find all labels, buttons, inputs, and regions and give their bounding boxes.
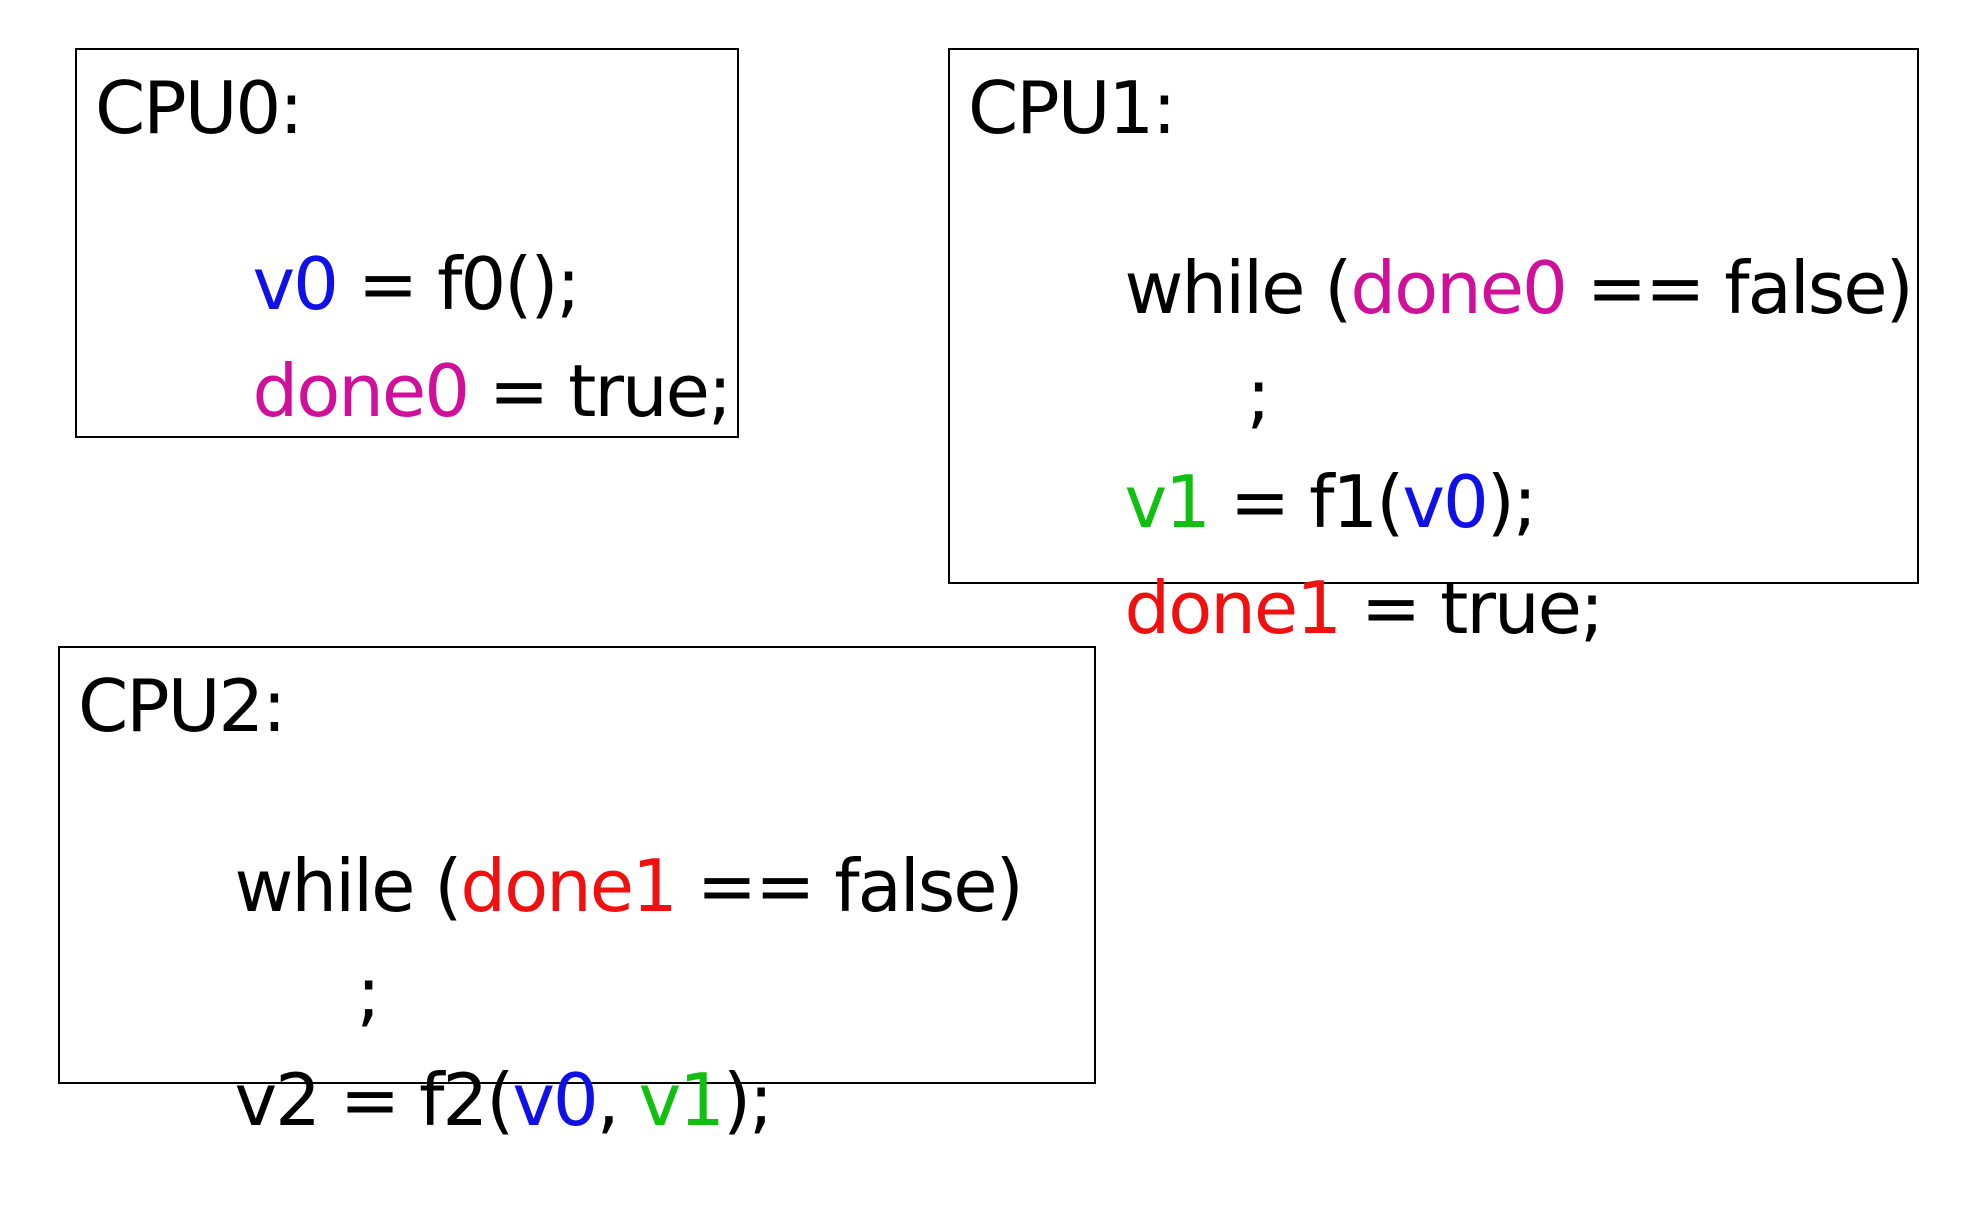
token-text: ; [356,951,381,1035]
cpu2-code-box: CPU2: while (done1 == false) ; v2 = f2(v… [58,646,1096,1136]
token-text: ); [722,1058,773,1142]
cpu0-code-box: CPU0: v0 = f0(); done0 = true; [75,48,739,438]
token-text: = true; [1340,566,1604,650]
token-text: = true; [468,349,732,433]
token-v0: v0 [1402,460,1488,544]
cpu2-line-1: while (done1 == false) [151,778,1024,994]
cpu1-code-box: CPU1: while (done0 == false) ; v1 = f1(v… [948,48,1919,644]
cpu0-line-1: v0 = f0(); [169,176,581,392]
token-text: while ( [1124,246,1353,330]
cpu2-line-2: ; [273,885,381,1101]
token-v1: v1 [1124,460,1211,544]
cpu1-header: CPU1: [968,66,1176,150]
cpu0-line-2: done0 = true; [169,283,733,499]
token-text: , [596,1058,639,1142]
token-v1: v1 [638,1058,725,1142]
token-v0: v0 [252,242,339,326]
token-text: == false) [1565,246,1914,330]
cpu2-line-3: v2 = f2(v0, v1); [151,992,774,1208]
token-text: = f0(); [336,242,581,326]
token-done1: done1 [460,844,677,928]
cpu1-line-1: while (done0 == false) [1041,180,1914,396]
token-done0: done0 [1350,246,1567,330]
cpu0-header: CPU0: [95,66,303,150]
token-done0: done0 [252,349,470,433]
cpu1-line-4: done1 = true; [1041,500,1605,716]
cpu1-line-3: v1 = f1(v0); [1041,394,1538,610]
cpu2-header: CPU2: [78,664,286,748]
cpu1-line-2: ; [1163,287,1271,503]
token-text: ; [1246,353,1271,437]
token-text: ); [1486,460,1537,544]
token-v0: v0 [512,1058,598,1142]
token-text: v2 = f2( [234,1058,515,1142]
token-text: while ( [234,844,463,928]
token-text: = f1( [1208,460,1404,544]
token-done1: done1 [1124,566,1342,650]
token-text: == false) [675,844,1024,928]
